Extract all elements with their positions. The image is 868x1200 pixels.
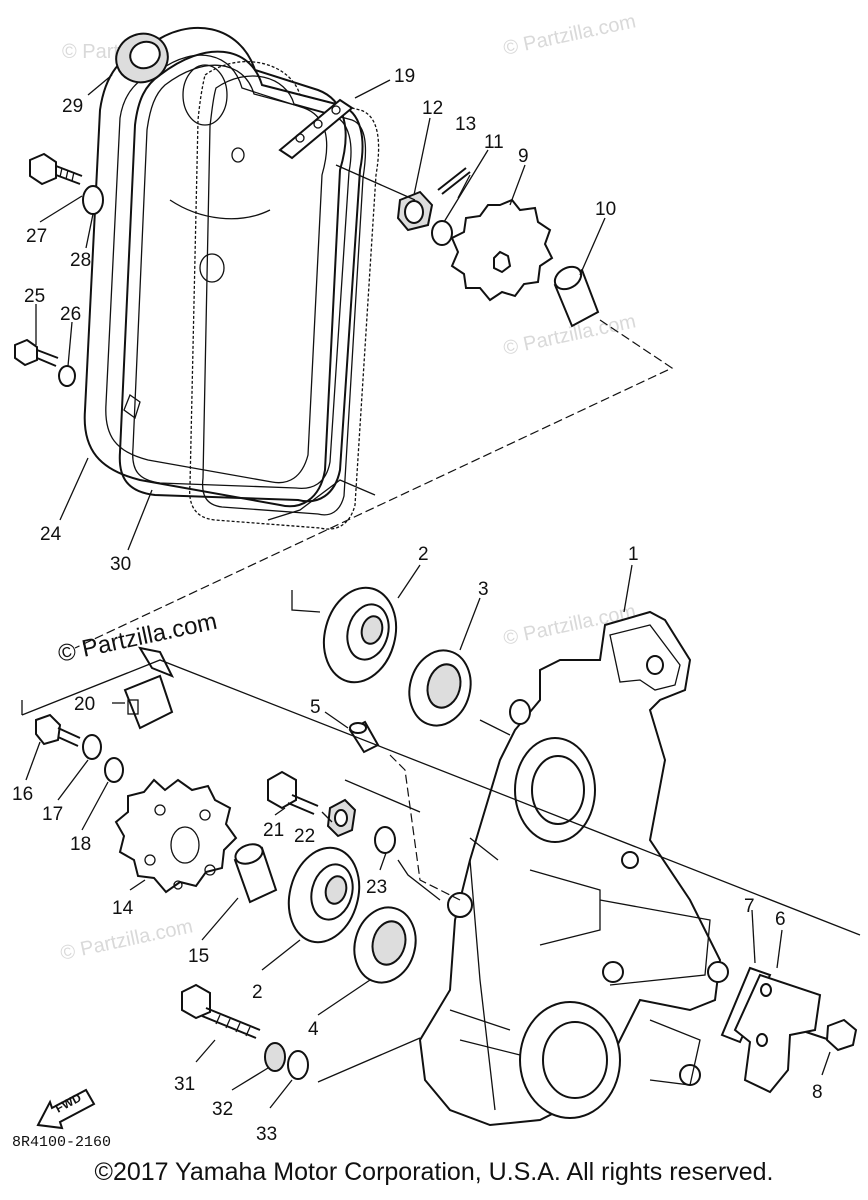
forward-direction-arrow: FWD bbox=[36, 1088, 96, 1130]
bolt-31 bbox=[181, 983, 261, 1039]
drive-chain bbox=[189, 61, 380, 530]
sprocket-14 bbox=[114, 778, 238, 894]
callout-25: 25 bbox=[24, 286, 45, 307]
bearing-2-upper bbox=[322, 586, 398, 684]
watermark-prominent: © Partzilla.com bbox=[56, 608, 220, 668]
sprocket-9 bbox=[450, 198, 554, 302]
chain-case-gasket bbox=[118, 50, 364, 503]
washer-17 bbox=[82, 734, 102, 760]
callout-19: 19 bbox=[394, 66, 415, 87]
callout-17: 17 bbox=[42, 804, 63, 825]
callout-3: 3 bbox=[478, 579, 489, 600]
breather-5 bbox=[348, 720, 380, 754]
callout-33: 33 bbox=[256, 1124, 277, 1145]
callout-4: 4 bbox=[308, 1019, 319, 1040]
nut-22 bbox=[326, 798, 357, 838]
washer-33 bbox=[287, 1050, 309, 1080]
callout-32: 32 bbox=[212, 1099, 233, 1120]
callout-numbers: 1 2 3 4 5 6 7 8 9 10 11 12 13 14 15 16 1… bbox=[12, 66, 823, 1145]
chain-tensioner-20 bbox=[123, 646, 175, 730]
callout-28: 28 bbox=[70, 250, 91, 271]
washer-28 bbox=[82, 185, 104, 215]
chain-joint-19 bbox=[278, 98, 354, 160]
chain-case-housing-1 bbox=[418, 610, 729, 1127]
bolt-21 bbox=[267, 770, 319, 815]
oil-seal-4 bbox=[353, 906, 417, 984]
cover-plate-6 bbox=[733, 973, 822, 1094]
callout-2: 2 bbox=[418, 544, 429, 565]
cotter-pin-13 bbox=[437, 167, 471, 195]
callout-14: 14 bbox=[112, 898, 134, 919]
diagram-code: 8R4100-2160 bbox=[12, 1134, 111, 1151]
washer-23 bbox=[374, 826, 396, 854]
callout-16: 16 bbox=[12, 784, 33, 805]
callout-8: 8 bbox=[812, 1082, 823, 1103]
callout-26: 26 bbox=[60, 304, 81, 325]
callout-20: 20 bbox=[74, 694, 95, 715]
bolt-16 bbox=[35, 713, 81, 747]
oil-seal-29 bbox=[115, 32, 169, 84]
nut-12 bbox=[396, 190, 434, 232]
washer-32 bbox=[264, 1042, 286, 1072]
callout-30: 30 bbox=[110, 554, 131, 575]
callout-22: 22 bbox=[294, 826, 315, 847]
bearing-2-lower bbox=[287, 846, 361, 944]
callout-9: 9 bbox=[518, 146, 529, 167]
callout-7: 7 bbox=[744, 896, 755, 917]
assembly-lines bbox=[21, 164, 861, 1083]
callout-12: 12 bbox=[422, 98, 443, 119]
callout-1: 1 bbox=[628, 544, 639, 565]
callout-10: 10 bbox=[595, 199, 616, 220]
chain-case-cover bbox=[83, 26, 347, 508]
callout-27: 27 bbox=[26, 226, 47, 247]
bolt-27 bbox=[29, 152, 83, 186]
copyright-notice: ©2017 Yamaha Motor Corporation, U.S.A. A… bbox=[94, 1158, 774, 1186]
washer-26 bbox=[58, 365, 76, 387]
callout-6: 6 bbox=[775, 909, 786, 930]
callout-24: 24 bbox=[40, 524, 62, 545]
callout-31: 31 bbox=[174, 1074, 195, 1095]
watermark-bottom-left: © Partzilla.com bbox=[58, 915, 194, 965]
callout-15: 15 bbox=[188, 946, 209, 967]
oil-seal-3 bbox=[408, 649, 472, 727]
watermark-top-right: © Partzilla.com bbox=[501, 10, 637, 60]
callout-leaders bbox=[25, 74, 831, 1109]
callout-13: 13 bbox=[455, 114, 476, 135]
callout-11: 11 bbox=[484, 132, 504, 153]
bolt-25 bbox=[14, 338, 59, 367]
callout-29: 29 bbox=[62, 96, 83, 117]
washer-18 bbox=[104, 757, 124, 783]
washer-11 bbox=[431, 220, 453, 246]
callout-5: 5 bbox=[310, 697, 321, 718]
callout-18: 18 bbox=[70, 834, 91, 855]
bolt-8 bbox=[805, 1018, 858, 1052]
callout-2-lower: 2 bbox=[252, 982, 263, 1003]
callout-21: 21 bbox=[263, 820, 284, 841]
collar-10 bbox=[553, 265, 600, 328]
collar-15 bbox=[233, 843, 278, 904]
callout-23: 23 bbox=[366, 877, 387, 898]
